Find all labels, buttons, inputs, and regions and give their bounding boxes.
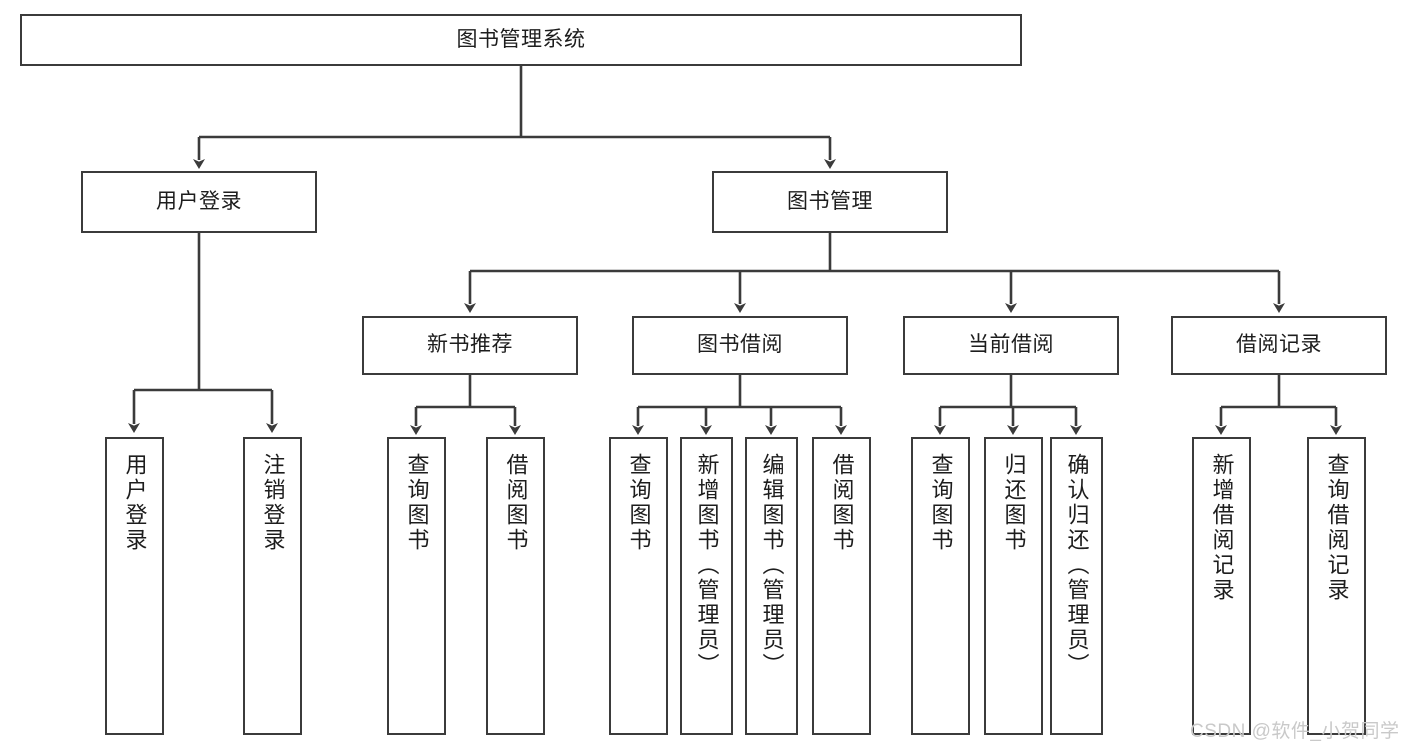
node-user-login[interactable]: 用户登录 [81, 171, 317, 233]
node-book-manage[interactable]: 图书管理 [712, 171, 948, 233]
node-leaf-borrow-book-1-label: 借阅图书 [503, 453, 529, 553]
node-borrow-record[interactable]: 借阅记录 [1171, 316, 1387, 375]
node-leaf-query-record[interactable]: 查询借阅记录 [1307, 437, 1366, 735]
node-leaf-logout[interactable]: 注销登录 [243, 437, 302, 735]
node-leaf-add-record[interactable]: 新增借阅记录 [1192, 437, 1251, 735]
node-leaf-query-book-2[interactable]: 查询图书 [609, 437, 668, 735]
node-book-manage-label: 图书管理 [787, 189, 873, 213]
node-leaf-add-record-label: 新增借阅记录 [1209, 453, 1235, 603]
node-leaf-query-book-3[interactable]: 查询图书 [911, 437, 970, 735]
node-leaf-query-book-2-label: 查询图书 [626, 453, 652, 553]
node-leaf-edit-book[interactable]: 编辑图书（管理员） [745, 437, 798, 735]
node-new-book-recommend[interactable]: 新书推荐 [362, 316, 578, 375]
node-leaf-user-login-label: 用户登录 [122, 453, 148, 553]
node-leaf-edit-book-label: 编辑图书（管理员） [759, 453, 785, 678]
node-leaf-borrow-book-1[interactable]: 借阅图书 [486, 437, 545, 735]
node-book-borrow-label: 图书借阅 [697, 333, 783, 357]
node-borrow-record-label: 借阅记录 [1236, 333, 1322, 357]
node-leaf-borrow-book-2[interactable]: 借阅图书 [812, 437, 871, 735]
node-leaf-query-book-1[interactable]: 查询图书 [387, 437, 446, 735]
node-root[interactable]: 图书管理系统 [20, 14, 1022, 66]
node-current-borrow-label: 当前借阅 [968, 333, 1054, 357]
csdn-watermark: CSDN @软件_小贺同学 [1190, 721, 1400, 742]
node-leaf-confirm-return[interactable]: 确认归还（管理员） [1050, 437, 1103, 735]
node-leaf-return-book-label: 归还图书 [1001, 453, 1027, 553]
node-leaf-logout-label: 注销登录 [260, 453, 286, 553]
node-current-borrow[interactable]: 当前借阅 [903, 316, 1119, 375]
node-leaf-query-book-1-label: 查询图书 [404, 453, 430, 553]
node-leaf-add-book-label: 新增图书（管理员） [694, 453, 720, 678]
node-leaf-user-login[interactable]: 用户登录 [105, 437, 164, 735]
node-leaf-confirm-return-label: 确认归还（管理员） [1064, 453, 1090, 678]
node-leaf-query-record-label: 查询借阅记录 [1324, 453, 1350, 603]
node-book-borrow[interactable]: 图书借阅 [632, 316, 848, 375]
node-new-book-recommend-label: 新书推荐 [427, 333, 513, 357]
node-leaf-borrow-book-2-label: 借阅图书 [829, 453, 855, 553]
node-root-label: 图书管理系统 [456, 27, 586, 51]
node-leaf-query-book-3-label: 查询图书 [928, 453, 954, 553]
node-user-login-label: 用户登录 [156, 189, 242, 213]
node-leaf-return-book[interactable]: 归还图书 [984, 437, 1043, 735]
node-leaf-add-book[interactable]: 新增图书（管理员） [680, 437, 733, 735]
